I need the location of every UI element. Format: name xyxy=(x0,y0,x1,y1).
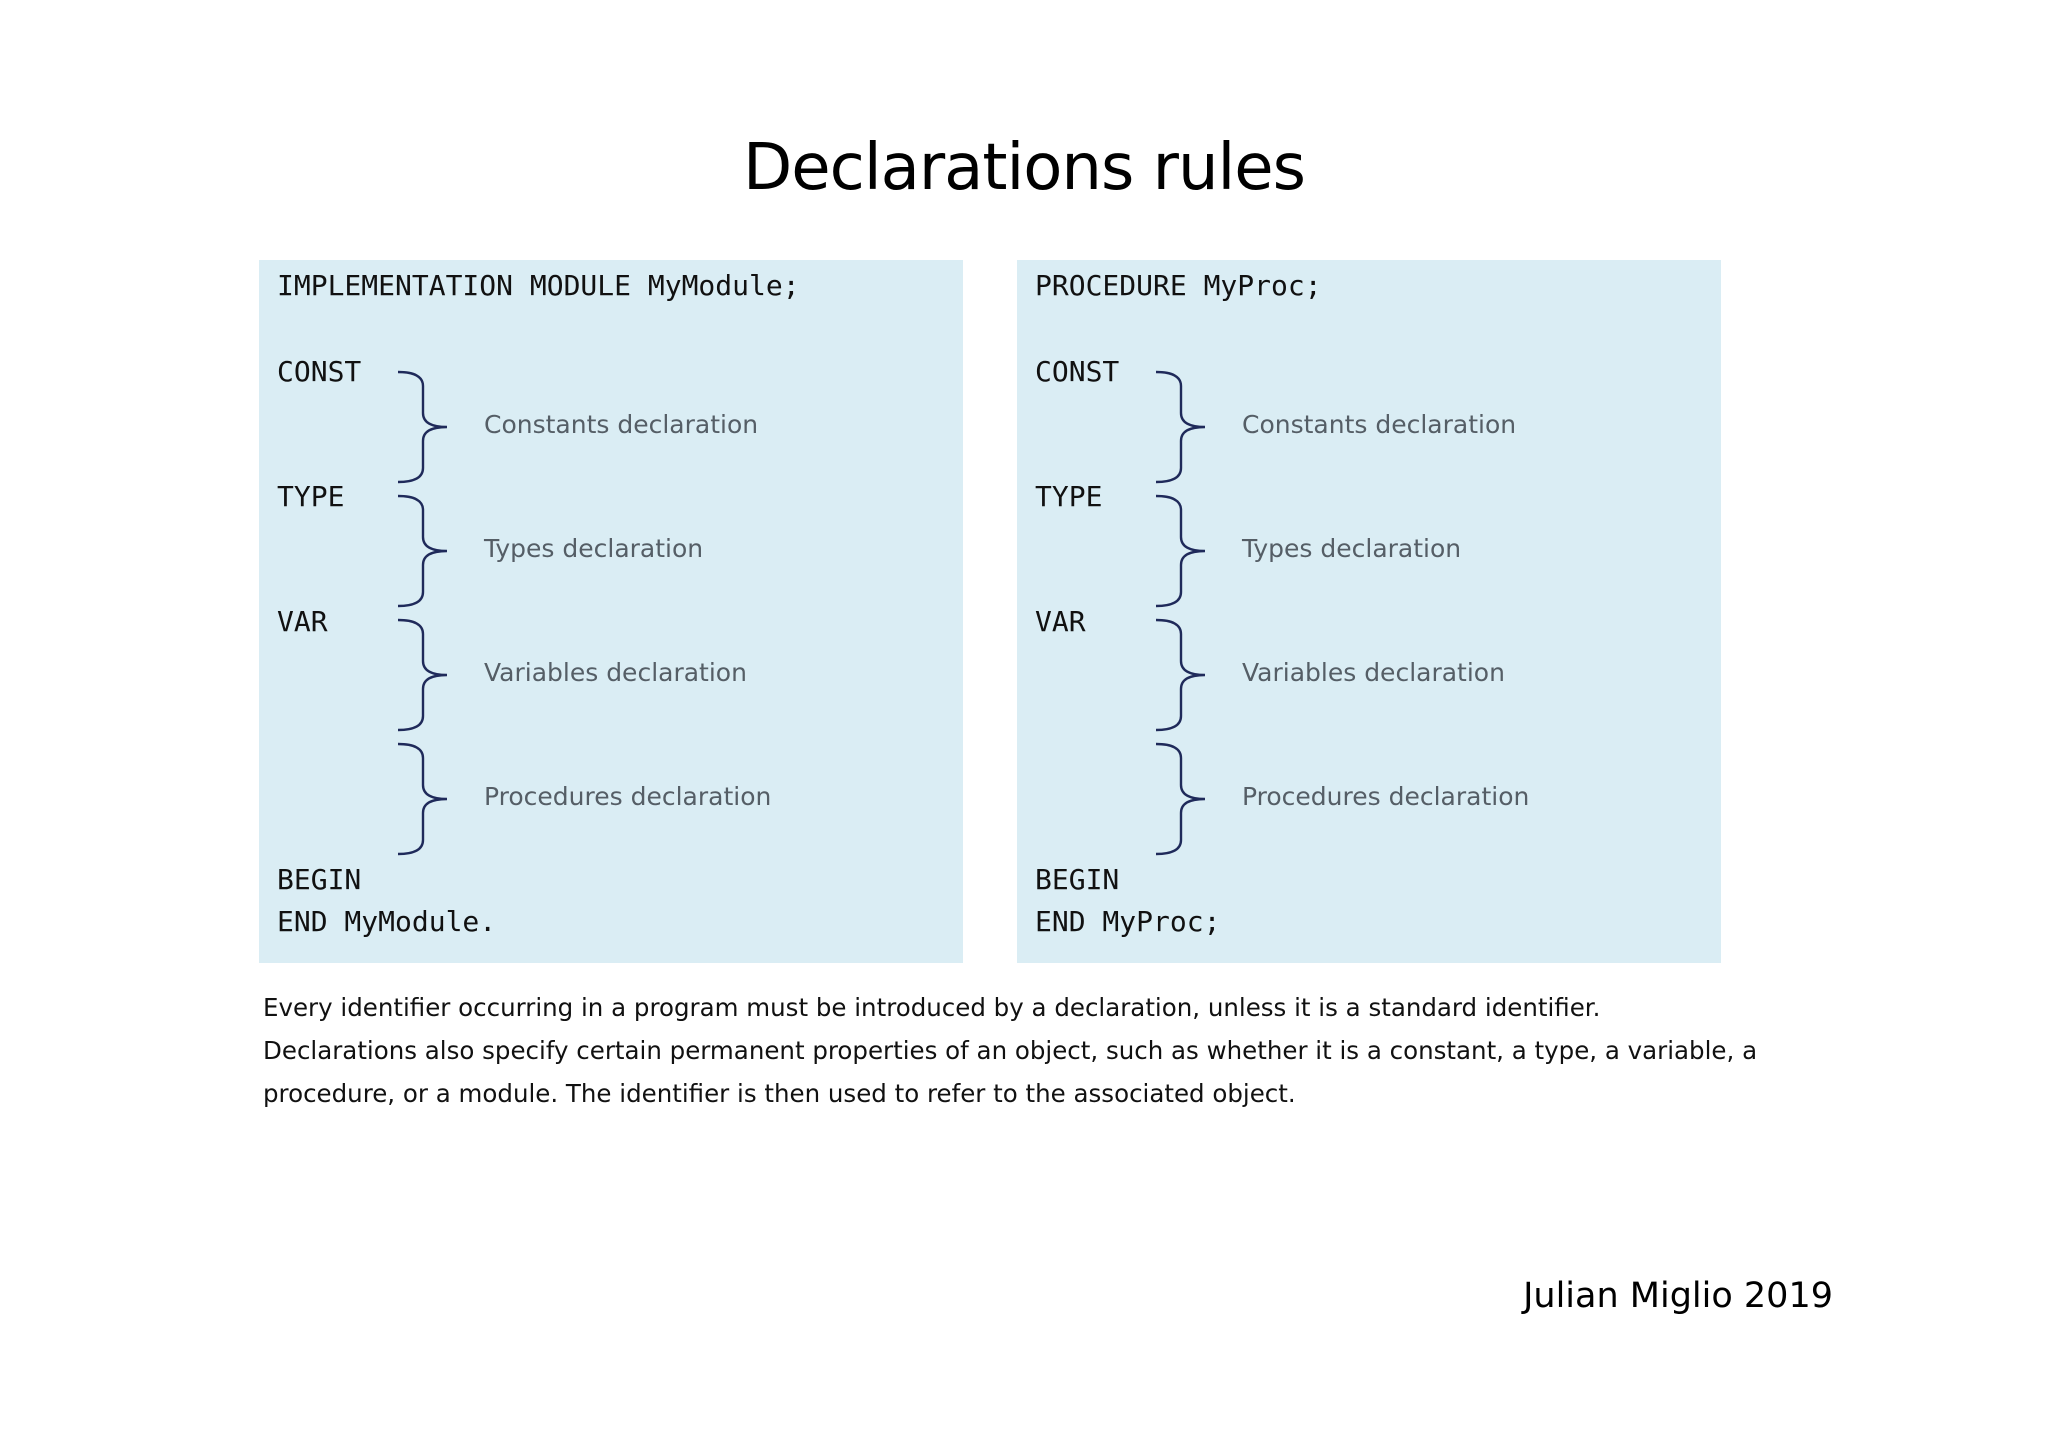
curly-brace-icon xyxy=(1153,370,1217,484)
constants-declaration-note: Constants declaration xyxy=(1242,410,1517,439)
module-header-line: IMPLEMENTATION MODULE MyModule; xyxy=(277,269,800,302)
begin-keyword: BEGIN xyxy=(277,863,362,896)
description-line: procedure, or a module. The identifier i… xyxy=(263,1079,1296,1108)
types-declaration-note: Types declaration xyxy=(484,534,704,563)
description-paragraph: Every identifier occurring in a program … xyxy=(263,986,1758,1115)
const-keyword: CONST xyxy=(1035,355,1120,388)
procedure-header-line: PROCEDURE MyProc; xyxy=(1035,269,1322,302)
curly-brace-icon xyxy=(1153,618,1217,732)
procedures-declaration-note: Procedures declaration xyxy=(484,782,772,811)
variables-declaration-note: Variables declaration xyxy=(1242,658,1505,687)
procedure-code-panel: PROCEDURE MyProc; CONST TYPE VAR BEGIN E… xyxy=(1017,260,1721,963)
end-line: END MyProc; xyxy=(1035,905,1221,938)
description-line: Declarations also specify certain perman… xyxy=(263,1036,1758,1065)
author-credit: Julian Miglio 2019 xyxy=(1523,1276,1833,1316)
curly-brace-icon xyxy=(1153,494,1217,608)
description-line: Every identifier occurring in a program … xyxy=(263,993,1601,1022)
var-keyword: VAR xyxy=(277,605,328,638)
curly-brace-icon xyxy=(1153,742,1217,856)
curly-brace-icon xyxy=(395,742,459,856)
var-keyword: VAR xyxy=(1035,605,1086,638)
type-keyword: TYPE xyxy=(1035,480,1103,513)
const-keyword: CONST xyxy=(277,355,362,388)
page-title: Declarations rules xyxy=(742,131,1306,205)
variables-declaration-note: Variables declaration xyxy=(484,658,747,687)
curly-brace-icon xyxy=(395,370,459,484)
types-declaration-note: Types declaration xyxy=(1242,534,1462,563)
module-code-panel: IMPLEMENTATION MODULE MyModule; CONST TY… xyxy=(259,260,963,963)
procedures-declaration-note: Procedures declaration xyxy=(1242,782,1530,811)
begin-keyword: BEGIN xyxy=(1035,863,1120,896)
end-line: END MyModule. xyxy=(277,905,497,938)
curly-brace-icon xyxy=(395,494,459,608)
curly-brace-icon xyxy=(395,618,459,732)
type-keyword: TYPE xyxy=(277,480,345,513)
constants-declaration-note: Constants declaration xyxy=(484,410,759,439)
